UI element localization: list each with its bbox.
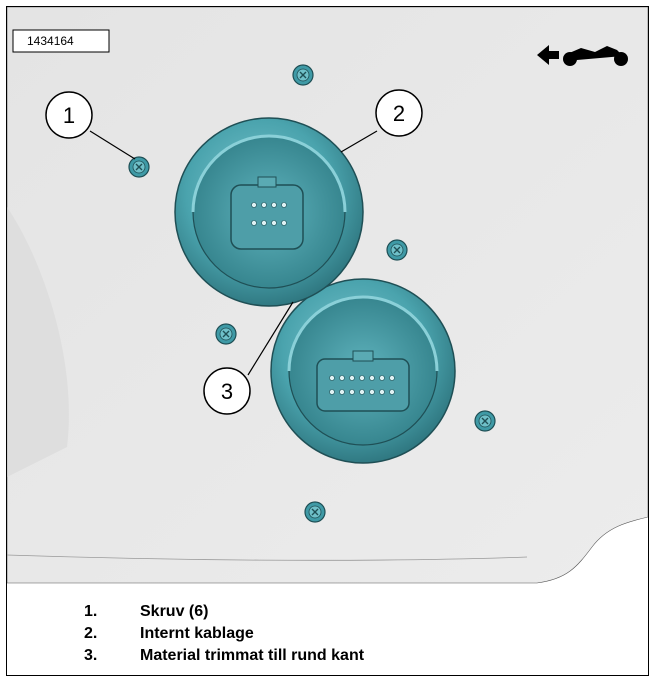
legend-text: Material trimmat till rund kant: [140, 647, 365, 664]
callout-leader-2: [340, 130, 378, 153]
svg-text:2: 2: [393, 101, 405, 126]
legend-number: 2.: [84, 625, 98, 642]
legend-item: 1. Skruv (6): [84, 603, 208, 621]
legend-text: Skruv (6): [140, 603, 209, 620]
legend-number: 1.: [84, 603, 98, 620]
callout-leader-3: [247, 301, 294, 376]
legend-item: 3. Material trimmat till rund kant: [84, 647, 364, 665]
screw-icon: [474, 410, 496, 432]
connector-illustration: 1434164: [7, 7, 648, 584]
arrow-left-motorcycle-icon: [537, 45, 628, 66]
panel-shading: [7, 207, 69, 477]
callout-2: 2: [375, 89, 423, 137]
svg-text:3: 3: [221, 379, 233, 404]
callout-leader-1: [89, 130, 136, 160]
screw-icon: [128, 156, 150, 178]
callout-3: 3: [203, 367, 251, 415]
figure-frame: 1434164: [6, 6, 649, 676]
callout-1: 1: [45, 91, 93, 139]
legend-number: 3.: [84, 647, 98, 664]
screw-icon: [386, 239, 408, 261]
svg-text:1: 1: [63, 103, 75, 128]
figure-id: 1434164: [27, 34, 74, 48]
screw-icon: [292, 64, 314, 86]
screw-icon: [304, 501, 326, 523]
legend: 1. Skruv (6) 2. Internt kablage 3. Mater…: [7, 595, 648, 675]
figure-id-box: [12, 29, 110, 53]
panel-lower-edge: [7, 554, 528, 561]
screw-icon: [215, 323, 237, 345]
legend-text: Internt kablage: [140, 625, 254, 642]
legend-item: 2. Internt kablage: [84, 625, 254, 643]
lower-connector: [270, 278, 456, 464]
upper-connector: [174, 117, 364, 307]
